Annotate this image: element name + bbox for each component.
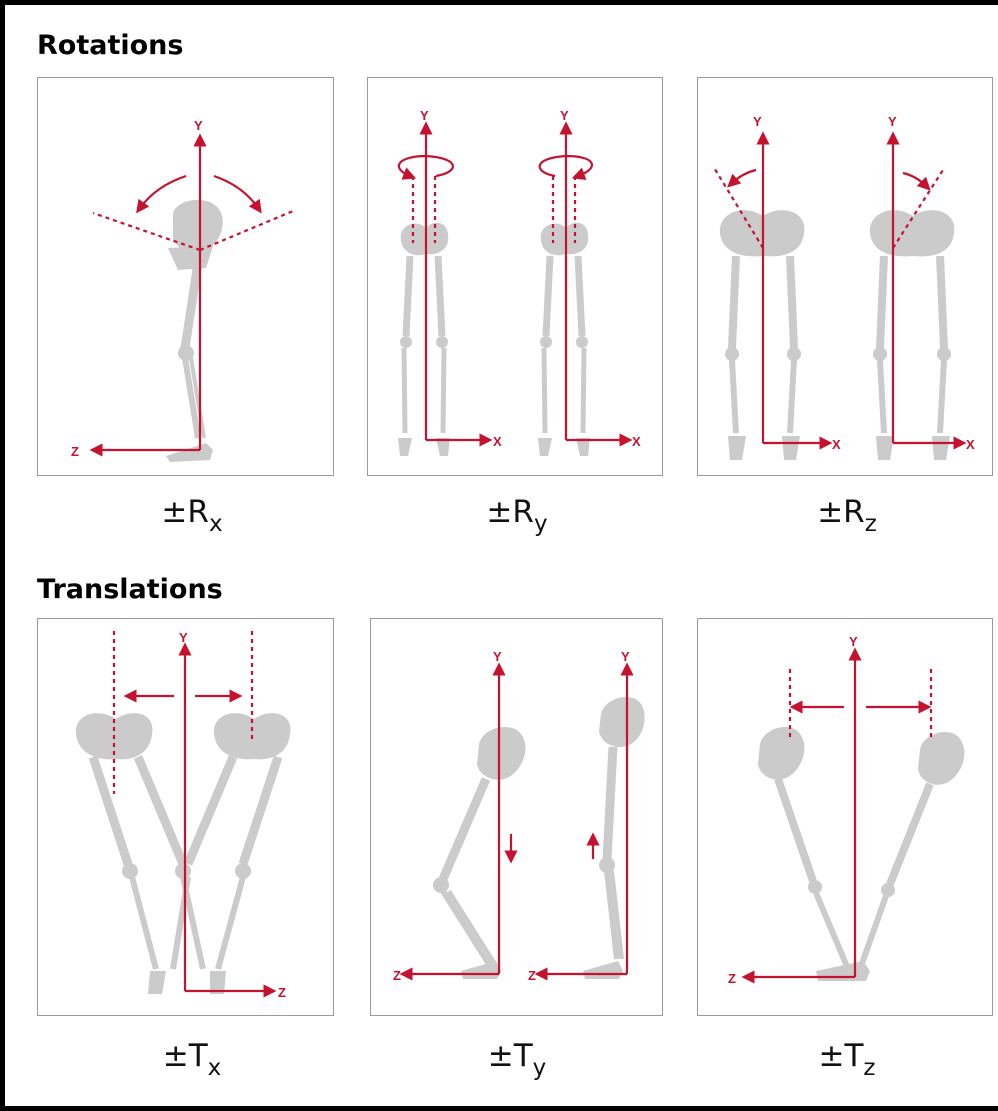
panel-tx: Y Z <box>37 618 334 1016</box>
tx-axes <box>114 631 270 991</box>
rotations-title: Rotations <box>37 30 183 61</box>
x-axis-label: X <box>832 437 841 452</box>
panel-ty: Y Z Y Z <box>370 618 663 1016</box>
z-axis-label: Z <box>278 985 286 1000</box>
caption-ty: ±Ty <box>437 1038 597 1081</box>
y-axis-label: Y <box>888 114 897 129</box>
caption-tz: ±Tz <box>767 1038 927 1081</box>
panel-ry: Y X Y X <box>367 77 663 476</box>
tz-illustration: Y Z <box>698 619 993 1016</box>
panel-rx: Y Z <box>37 77 334 476</box>
y-axis-label: Y <box>621 649 630 664</box>
ry-illustration: Y X Y X <box>368 78 663 476</box>
ry-axes <box>399 128 626 440</box>
y-axis-label: Y <box>849 634 858 649</box>
skeleton-side-left <box>758 727 848 969</box>
y-axis-label: Y <box>194 118 203 133</box>
z-axis-label: Z <box>71 444 79 459</box>
rx-illustration: Y Z <box>38 78 334 476</box>
tx-illustration: Y Z <box>38 619 334 1016</box>
rz-illustration: Y X Y X <box>698 78 993 476</box>
z-axis-label: Z <box>528 968 536 983</box>
y-axis-label: Y <box>493 649 502 664</box>
skeleton-side-view <box>166 200 223 462</box>
y-axis-label: Y <box>560 108 569 123</box>
y-axis-label: Y <box>420 108 429 123</box>
skeleton-front-right <box>173 713 290 994</box>
z-axis-label: Z <box>728 971 736 986</box>
z-axis-label: Z <box>393 968 401 983</box>
skeleton-front-left <box>398 223 450 456</box>
ty-axes <box>406 669 627 974</box>
caption-ry: ±Ry <box>437 494 597 537</box>
y-axis-label: Y <box>179 630 188 645</box>
x-axis-label: X <box>493 434 502 449</box>
skeleton-front-right <box>538 223 590 456</box>
skeleton-front-right <box>870 210 955 460</box>
translations-title: Translations <box>37 574 223 605</box>
x-axis-label: X <box>632 434 641 449</box>
caption-rx: ±Rx <box>112 494 272 537</box>
y-axis-label: Y <box>753 114 762 129</box>
ty-illustration: Y Z Y Z <box>371 619 663 1016</box>
skeleton-side-standing <box>583 697 645 979</box>
caption-rz: ±Rz <box>767 494 927 537</box>
caption-tx: ±Tx <box>112 1038 272 1081</box>
rz-axes <box>713 138 960 443</box>
panel-rz: Y X Y X <box>697 77 993 476</box>
panel-tz: Y Z <box>697 618 993 1016</box>
x-axis-label: X <box>966 437 975 452</box>
tz-axes <box>748 654 931 977</box>
